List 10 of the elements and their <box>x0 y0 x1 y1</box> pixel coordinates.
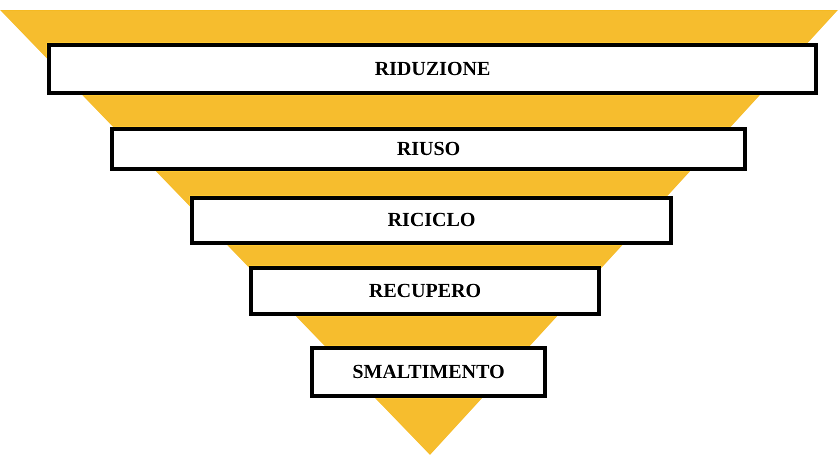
level-label: RIDUZIONE <box>374 58 490 80</box>
level-box <box>190 196 673 245</box>
level-box <box>310 346 547 398</box>
level-label: SMALTIMENTO <box>352 360 505 384</box>
level-label: RICICLO <box>388 209 476 232</box>
level-box <box>110 127 747 171</box>
level-label: RIUSO <box>396 138 460 160</box>
level-box <box>249 266 601 316</box>
level-box <box>47 43 818 95</box>
level-label: RECUPERO <box>368 280 482 302</box>
